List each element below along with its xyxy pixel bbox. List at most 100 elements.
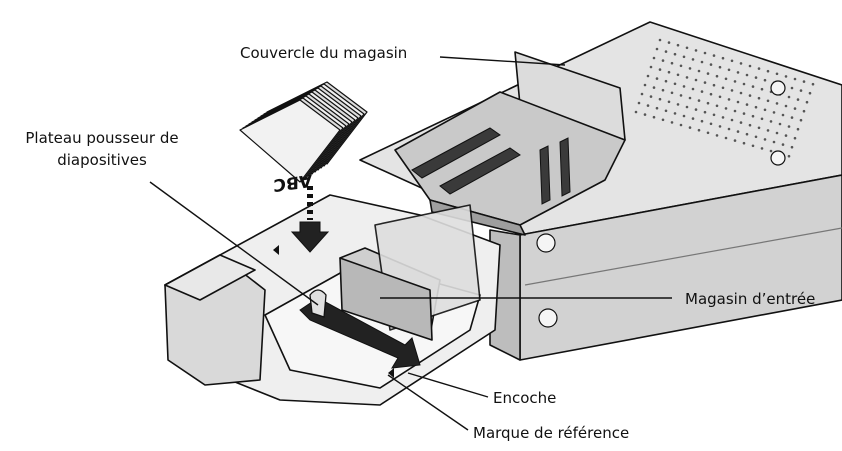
vent-hole — [640, 92, 644, 96]
label-plateau-line2: diapositives — [57, 151, 147, 169]
leader-lines — [149, 56, 672, 431]
vent-hole — [685, 76, 689, 79]
vent-hole — [688, 126, 692, 129]
slide-stack: ABC — [239, 81, 368, 195]
vent-hole — [715, 74, 719, 78]
vent-hole — [742, 82, 746, 86]
vent-hole — [637, 101, 641, 105]
vent-hole — [790, 145, 794, 149]
vent-hole — [649, 65, 653, 69]
vent-hole — [703, 51, 707, 55]
vent-hole — [766, 69, 770, 73]
vent-hole — [748, 64, 752, 68]
vent-hole — [745, 73, 749, 77]
pusher-handle — [309, 289, 327, 318]
vent-hole — [691, 117, 695, 120]
vent-hole — [763, 138, 767, 141]
vent-hole — [757, 67, 761, 70]
vent-hole — [661, 118, 665, 122]
vent-hole — [760, 117, 764, 121]
vent-hole — [682, 114, 686, 118]
vent-hole — [658, 97, 662, 101]
leader-encoche — [407, 372, 489, 398]
vent-hole — [652, 115, 656, 119]
vent-hole — [712, 113, 716, 117]
vent-hole — [670, 61, 674, 65]
vent-hole — [739, 121, 743, 124]
vent-hole — [670, 121, 674, 124]
vent-hole — [682, 55, 686, 59]
slide-front-face — [239, 99, 341, 183]
vent-hole — [673, 82, 677, 86]
vent-hole — [736, 100, 740, 104]
vent-hole — [709, 122, 713, 126]
vent-hole — [769, 149, 773, 153]
vent-hole — [712, 54, 716, 57]
vent-hole — [700, 90, 704, 93]
vent-hole — [664, 79, 668, 83]
vent-hole — [775, 102, 779, 105]
vent-hole — [799, 118, 803, 122]
insert-arrow-icon — [290, 221, 330, 253]
label-magasin-dentree: Magasin d’entrée — [685, 290, 816, 308]
vent-hole — [757, 96, 761, 100]
screw-icon — [536, 233, 556, 253]
reference-mark-icon — [388, 368, 394, 378]
reference-mark-icon — [273, 245, 279, 255]
slide-abc-text: ABC — [273, 170, 312, 195]
vent-hole — [709, 92, 713, 96]
vent-hole — [718, 125, 722, 128]
vent-hole — [652, 56, 656, 60]
vent-hole — [766, 99, 770, 103]
vent-hole — [667, 100, 671, 104]
cover-slots — [411, 127, 571, 205]
vent-hole — [643, 113, 647, 116]
vent-hole — [664, 50, 668, 53]
vent-hole — [667, 41, 671, 44]
vent-grille — [634, 38, 815, 158]
magazine-partition — [339, 257, 433, 341]
vent-hole — [646, 104, 650, 107]
label-marque-de-reference: Marque de référence — [473, 424, 630, 442]
vent-hole — [790, 86, 794, 90]
cover-slot — [539, 145, 551, 205]
vent-hole — [745, 103, 749, 106]
vent-hole — [730, 118, 734, 122]
vent-hole — [742, 141, 746, 145]
cover-slot — [411, 127, 501, 179]
vent-hole — [745, 132, 749, 136]
pusher-arrow — [299, 289, 421, 369]
vent-hole — [784, 75, 788, 78]
vent-hole — [769, 120, 773, 123]
vent-hole — [664, 109, 668, 113]
vent-hole — [697, 99, 701, 102]
vent-hole — [742, 112, 746, 115]
vent-hole — [793, 107, 797, 110]
vent-hole — [739, 62, 743, 65]
vent-hole — [661, 59, 665, 62]
vent-hole — [691, 58, 695, 61]
vent-hole — [649, 95, 653, 98]
vent-hole — [718, 65, 722, 69]
vent-hole — [811, 82, 815, 86]
leader-plateau — [149, 181, 319, 306]
vent-hole — [805, 100, 809, 104]
vent-hole — [682, 85, 686, 88]
vent-hole — [751, 144, 755, 148]
vent-hole — [778, 122, 782, 126]
screw-icon — [770, 150, 786, 166]
vent-hole — [751, 114, 755, 118]
vent-hole — [700, 60, 704, 64]
vent-hole — [724, 136, 728, 140]
vent-hole — [703, 81, 707, 84]
vent-hole — [727, 68, 731, 72]
vent-hole — [715, 134, 719, 137]
vent-hole — [658, 68, 662, 71]
vent-hole — [661, 88, 665, 92]
vent-hole — [775, 131, 779, 135]
vent-hole — [784, 134, 788, 137]
vent-hole — [673, 52, 677, 56]
vent-hole — [727, 98, 731, 101]
vent-hole — [751, 85, 755, 88]
vent-hole — [793, 77, 797, 81]
